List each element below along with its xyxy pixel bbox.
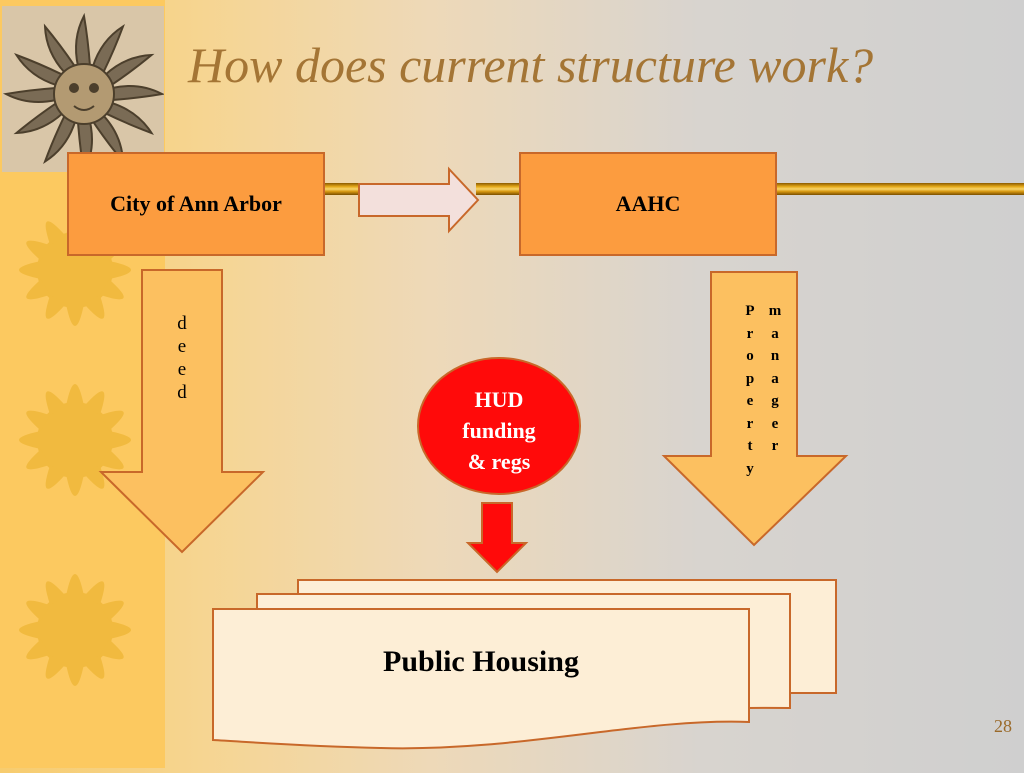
hud-label: HUD funding & regs: [426, 384, 572, 477]
sun-icon: [19, 574, 131, 686]
left-decorative-strip: [0, 0, 165, 768]
hud-circle: [417, 357, 581, 495]
connector-bar-right: [777, 183, 1024, 195]
sun-icon: [19, 384, 131, 496]
hud-line-2: funding: [462, 418, 536, 443]
aahc-label: AAHC: [615, 191, 681, 216]
page-number: 28: [994, 716, 1012, 736]
public-housing-label: Public Housing: [383, 645, 579, 678]
deed-down-arrow: [98, 269, 266, 554]
aahc-box: AAHC: [519, 152, 777, 256]
right-arrow-shape: [358, 166, 480, 234]
sun-face-icon: [2, 12, 164, 172]
city-label: City of Ann Arbor: [110, 191, 282, 216]
public-housing-document-front: [212, 608, 750, 750]
connector-bar-middle: [476, 183, 520, 195]
property-manager-down-arrow: [661, 271, 849, 547]
slide-title: How does current structure work?: [188, 37, 874, 93]
hud-line-1: HUD: [474, 387, 524, 412]
city-of-ann-arbor-box: City of Ann Arbor: [67, 152, 325, 256]
sun-face-logo: [2, 6, 164, 172]
hud-line-3: & regs: [467, 449, 531, 474]
connector-bar-left: [325, 183, 359, 195]
hud-down-arrow: [465, 502, 529, 574]
